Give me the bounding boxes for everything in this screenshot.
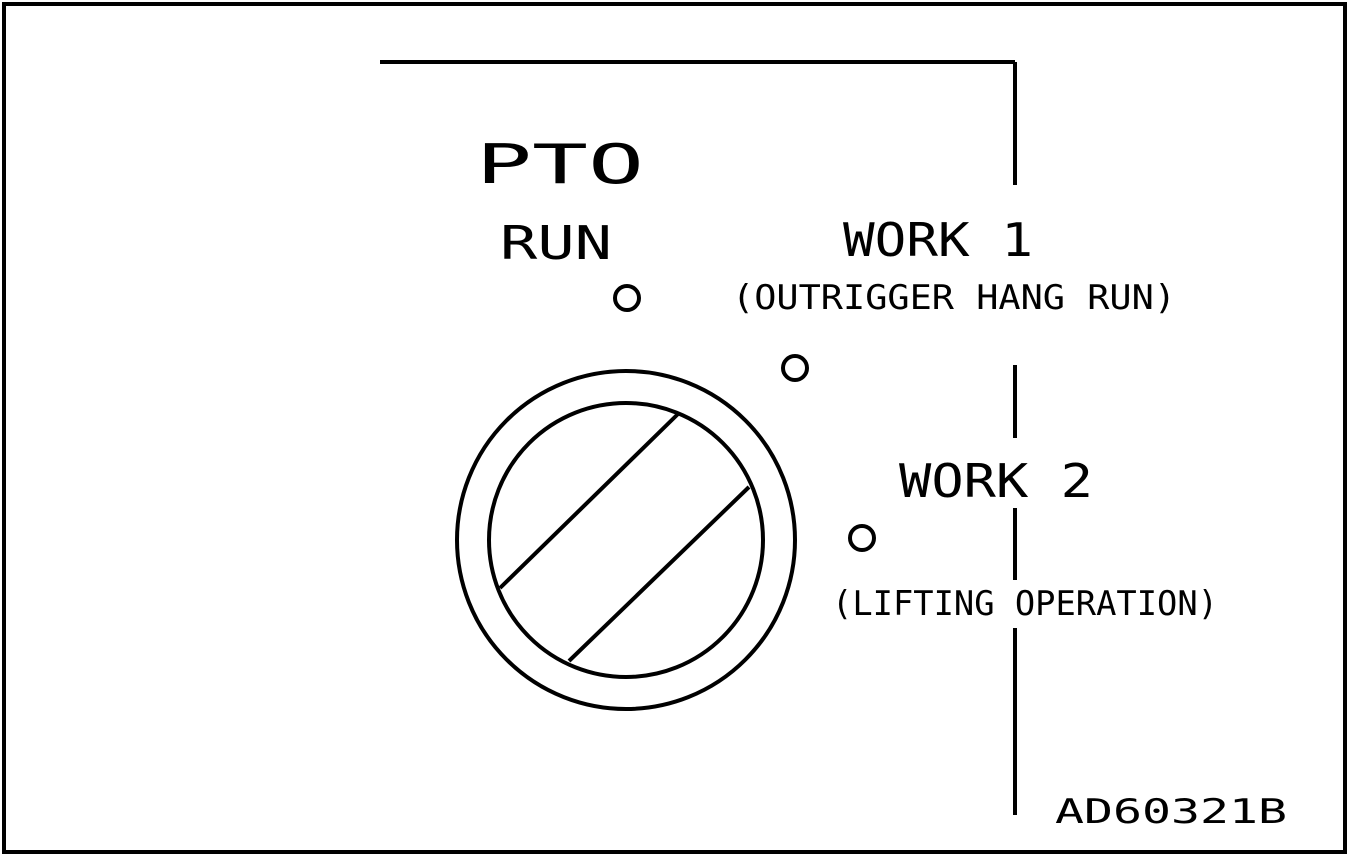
knob-inner-ring bbox=[487, 401, 765, 679]
pto-title: PTO bbox=[476, 133, 644, 196]
figure-id: AD60321B bbox=[1055, 792, 1287, 832]
position-sublabel-work2: (LIFTING OPERATION) bbox=[832, 584, 1218, 624]
knob-grip-line-left bbox=[498, 411, 681, 590]
knob-outer-ring bbox=[455, 369, 797, 711]
position-label-work2: WORK 2 bbox=[899, 454, 1093, 508]
position-label-work1: WORK 1 bbox=[843, 213, 1033, 267]
panel-outline bbox=[380, 60, 1017, 815]
indicator-dot-work2 bbox=[848, 524, 876, 552]
position-sublabel-work1: (OUTRIGGER HANG RUN) bbox=[732, 278, 1176, 318]
position-label-run: RUN bbox=[500, 216, 612, 270]
indicator-dot-work1 bbox=[781, 354, 809, 382]
rotary-knob bbox=[455, 369, 797, 711]
knob-grip-line-right bbox=[567, 485, 751, 663]
indicator-dot-run bbox=[613, 284, 641, 312]
